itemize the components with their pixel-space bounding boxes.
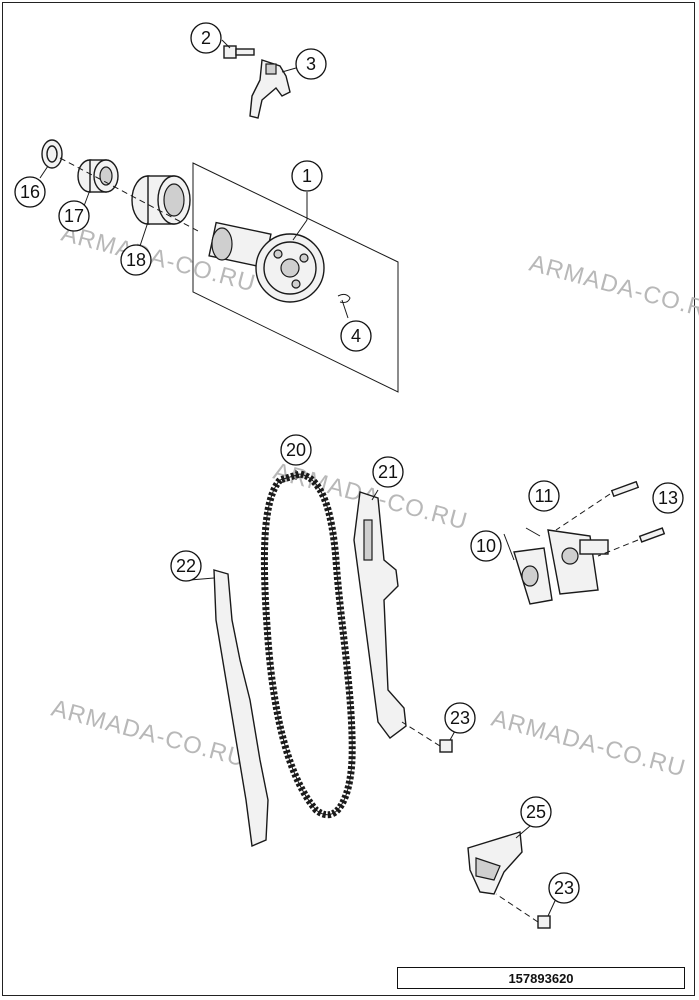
watermark: ARMADA-CO.RU	[526, 250, 699, 328]
bolt-13	[597, 527, 666, 557]
bracket-3	[249, 59, 291, 119]
svg-text:16: 16	[20, 182, 40, 202]
bolt-2	[223, 45, 255, 59]
callout-4: 4	[340, 320, 372, 352]
callout-21: 21	[372, 456, 404, 488]
svg-text:25: 25	[526, 802, 546, 822]
watermark: ARMADA-CO.RU	[488, 705, 688, 783]
callout-23-lower: 23	[548, 872, 580, 904]
callout-25: 25	[520, 796, 552, 828]
callout-10: 10	[470, 530, 502, 562]
rail-slot	[363, 519, 373, 561]
svg-text:4: 4	[351, 326, 361, 346]
callout-17: 17	[58, 200, 90, 232]
callout-1: 1	[291, 160, 323, 192]
reference-number-box: 157893620	[397, 967, 685, 989]
timing-chain-20	[260, 470, 356, 819]
timing-chain-inner	[263, 473, 353, 816]
svg-text:13: 13	[658, 488, 678, 508]
bolt-11	[555, 480, 640, 531]
callout-11: 11	[528, 480, 560, 512]
svg-text:22: 22	[176, 556, 196, 576]
tensioner-rail-21	[353, 491, 407, 739]
svg-text:21: 21	[378, 462, 398, 482]
bolt-23a	[401, 721, 453, 753]
assembly-axis	[59, 157, 201, 233]
clip-4	[337, 293, 351, 303]
reference-number: 157893620	[508, 970, 574, 986]
callout-2: 2	[190, 22, 222, 54]
svg-text:2: 2	[201, 28, 211, 48]
svg-text:23: 23	[450, 708, 470, 728]
camshaft-group-box	[192, 162, 399, 393]
bolt-23b	[495, 893, 551, 929]
callout-16: 16	[14, 176, 46, 208]
svg-text:18: 18	[126, 250, 146, 270]
callout-13: 13	[652, 482, 684, 514]
bearing-18	[131, 175, 191, 225]
svg-text:23: 23	[554, 878, 574, 898]
bushing-17	[77, 159, 119, 193]
callout-23-upper: 23	[444, 702, 476, 734]
svg-text:3: 3	[306, 54, 316, 74]
camshaft-1	[208, 221, 325, 303]
callout-20: 20	[280, 434, 312, 466]
callout-22: 22	[170, 550, 202, 582]
watermark: ARMADA-CO.RU	[48, 695, 248, 773]
svg-text:17: 17	[64, 206, 84, 226]
svg-text:1: 1	[302, 166, 312, 186]
svg-text:20: 20	[286, 440, 306, 460]
callout-3: 3	[295, 48, 327, 80]
svg-text:11: 11	[535, 486, 554, 506]
seal-ring-16	[41, 139, 63, 169]
callout-18: 18	[120, 244, 152, 276]
guide-rail-22	[213, 569, 269, 848]
chain-guide-25	[467, 831, 523, 895]
svg-text:10: 10	[476, 536, 496, 556]
chain-tensioner-10	[513, 529, 609, 605]
